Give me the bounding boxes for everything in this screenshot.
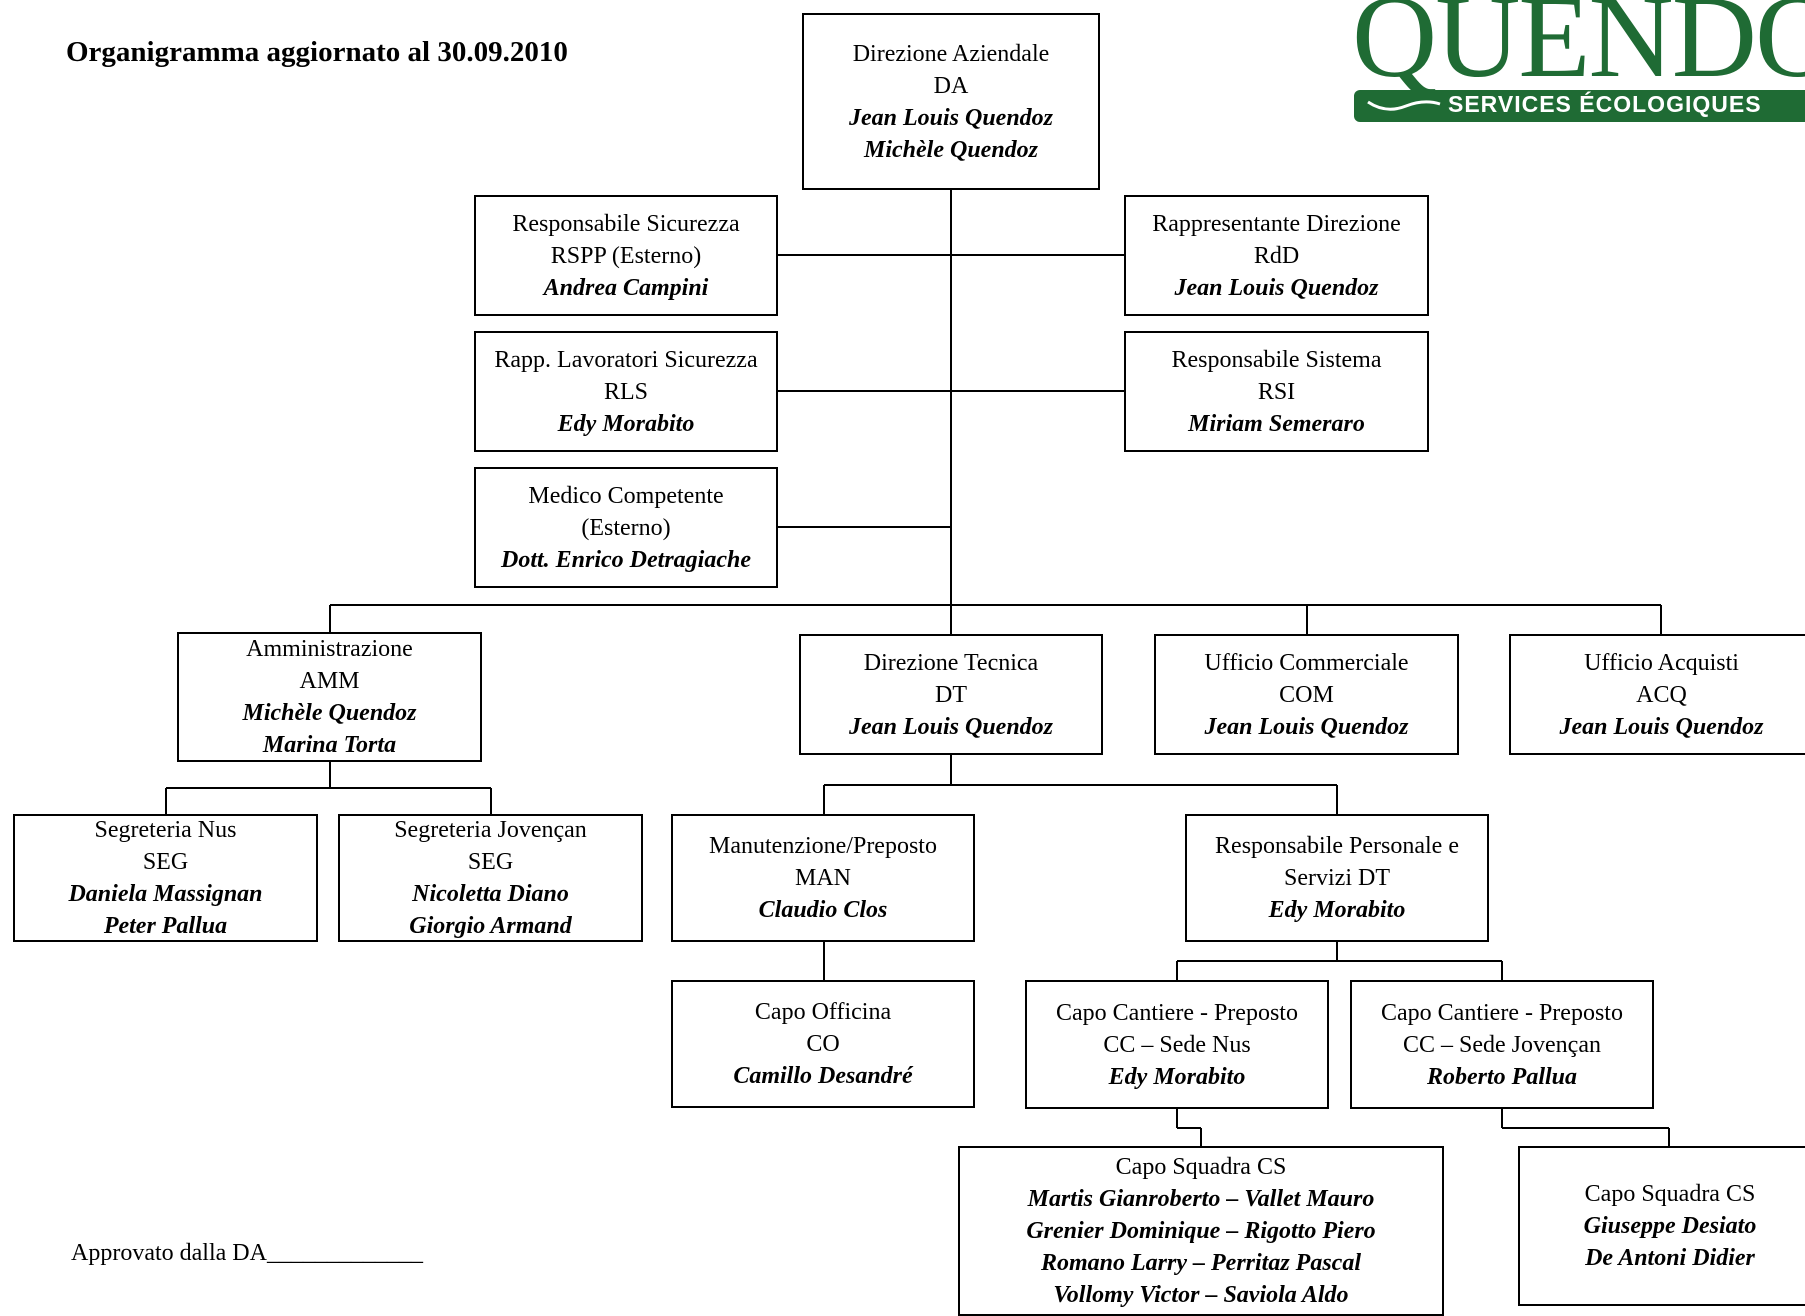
box-label-line: CO	[806, 1031, 840, 1057]
person-name: Claudio Clos	[758, 897, 888, 923]
person-name: Andrea Campini	[543, 274, 709, 301]
person-name: Jean Louis Quendoz	[1174, 274, 1379, 301]
box-label-line: Segreteria Jovençan	[394, 817, 587, 843]
box-label-line: COM	[1279, 681, 1334, 708]
box-label-line: SEG	[467, 849, 514, 875]
person-name: Martis Gianroberto – Vallet Mauro	[1027, 1186, 1375, 1212]
page-title: Organigramma aggiornato al 30.09.2010	[66, 36, 568, 68]
box-label-line: Rapp. Lavoratori Sicurezza	[494, 346, 758, 373]
box-label-line: SEG	[142, 849, 189, 875]
box-label-line: CC – Sede Jovençan	[1403, 1031, 1601, 1058]
person-name: Jean Louis Quendoz	[1204, 713, 1409, 740]
box-label-line: (Esterno)	[581, 514, 671, 541]
box-label-line: RSPP (Esterno)	[550, 242, 702, 269]
box-label-line: RdD	[1253, 242, 1300, 269]
person-name: Vollomy Victor – Saviola Aldo	[1053, 1282, 1349, 1308]
person-name: Romano Larry – Perritaz Pascal	[1040, 1250, 1361, 1276]
box-label-line: DT	[935, 681, 967, 708]
person-name: Daniela Massignan	[68, 881, 263, 907]
box-label-line: CC – Sede Nus	[1103, 1031, 1251, 1058]
box-label-line: Capo Cantiere - Preposto	[1056, 999, 1298, 1026]
person-name: Giuseppe Desiato	[1583, 1213, 1757, 1239]
person-name: Michèle Quendoz	[242, 700, 417, 726]
box-label-line: Direzione Tecnica	[863, 649, 1039, 676]
box-medico-competente: Medico Competente (Esterno) Dott. Enrico D…	[474, 467, 778, 588]
person-name: Edy Morabito	[557, 410, 695, 437]
box-capo-squadra-1: Capo Squadra CS Martis Gianroberto – Vall…	[958, 1146, 1444, 1316]
company-logo: QUENDOZ SERVICES ÉCOLOGIQUES	[1352, 0, 1805, 124]
box-label-line: RSI	[1257, 378, 1296, 405]
box-label-line: DA	[933, 72, 969, 99]
logo-band	[1354, 90, 1805, 122]
person-name: Camillo Desandré	[733, 1063, 913, 1089]
box-label-line: Segreteria Nus	[94, 817, 237, 843]
box-label-line: Ufficio Acquisti	[1584, 649, 1739, 676]
box-label-line: Rappresentante Direzione	[1152, 210, 1401, 237]
person-name: Grenier Dominique – Rigotto Piero	[1026, 1218, 1376, 1244]
box-label-line: Responsabile Personale e	[1215, 833, 1459, 859]
person-name: Marina Torta	[262, 732, 397, 758]
box-label-line: Servizi DT	[1284, 865, 1390, 891]
box-capo-squadra-2: Capo Squadra CS Giuseppe Desiato De Antoni…	[1518, 1146, 1805, 1306]
logo-tagline: SERVICES ÉCOLOGIQUES	[1448, 91, 1762, 117]
box-label-line: Responsabile Sistema	[1171, 346, 1382, 373]
approval-signature-line: Approvato dalla DA_____________	[71, 1240, 423, 1266]
person-name: Jean Louis Quendoz	[848, 104, 1054, 131]
box-label-line: ACQ	[1636, 681, 1687, 708]
person-name: Edy Morabito	[1268, 897, 1406, 923]
person-name: Michèle Quendoz	[864, 136, 1038, 163]
swoosh-icon	[1367, 100, 1441, 111]
person-name: Peter Pallua	[103, 913, 228, 939]
box-label-line: Responsabile Sicurezza	[512, 210, 740, 237]
person-name: Miriam Semeraro	[1188, 410, 1365, 437]
box-label-line: Amministrazione	[246, 636, 413, 662]
box-label-line: Manutenzione/Preposto	[709, 833, 937, 859]
box-label-line: MAN	[794, 865, 851, 891]
box-label-line: Capo Cantiere - Preposto	[1381, 999, 1623, 1026]
box-responsabile-personale: Responsabile Personale e Servizi DT Edy Mo…	[1185, 814, 1489, 942]
person-name: Nicoletta Diano	[412, 881, 569, 907]
person-name: Dott. Enrico Detragiache	[501, 546, 751, 573]
box-label-line: RLS	[603, 378, 648, 405]
box-label-line: Ufficio Commerciale	[1204, 649, 1409, 676]
box-label-line: Medico Competente	[528, 482, 724, 509]
logo-wordmark: QUENDOZ	[1352, 0, 1805, 102]
box-label-line: Direzione Aziendale	[852, 40, 1050, 67]
box-label-line: Capo Squadra CS	[1115, 1154, 1287, 1180]
person-name: Jean Louis Quendoz	[848, 713, 1054, 740]
person-name: De Antoni Didier	[1585, 1245, 1755, 1271]
person-name: Edy Morabito	[1108, 1063, 1246, 1090]
box-label-line: AMM	[299, 668, 360, 694]
person-name: Giorgio Armand	[409, 913, 572, 939]
box-label-line: Capo Squadra CS	[1584, 1181, 1756, 1207]
box-capo-cantiere-jovencan: Capo Cantiere - Preposto CC – Sede Jovenç…	[1350, 980, 1654, 1109]
person-name: Jean Louis Quendoz	[1559, 713, 1764, 740]
box-label-line: Capo Officina	[754, 999, 892, 1025]
person-name: Roberto Pallua	[1426, 1063, 1577, 1090]
